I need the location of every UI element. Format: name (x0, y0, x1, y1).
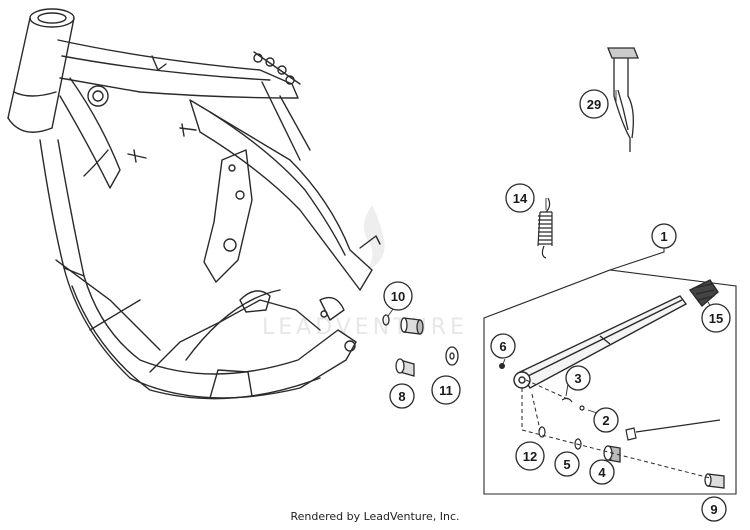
svg-text:LEADVENTURE: LEADVENTURE (262, 315, 468, 340)
callout-6: 6 (490, 333, 516, 359)
frame-drawing (7, 8, 381, 400)
callout-12: 12 (515, 441, 545, 471)
callout-11: 11 (431, 375, 461, 405)
lower-cradle (63, 267, 357, 399)
svg-text:10: 10 (391, 289, 405, 304)
part-12-circlip (538, 426, 546, 438)
part-15-footpad (688, 279, 719, 308)
svg-text:3: 3 (574, 371, 581, 386)
top-tube (57, 39, 299, 99)
svg-text:5: 5 (563, 457, 570, 472)
footer-credit: Rendered by LeadVenture, Inc. (290, 510, 460, 523)
part-14-spring (537, 197, 553, 259)
downtube (39, 139, 85, 277)
part-29-tool (607, 47, 639, 152)
svg-text:2: 2 (602, 413, 609, 428)
part-5-washer (574, 438, 582, 450)
part-8-bolt (395, 358, 415, 377)
part-3-pin (561, 397, 585, 411)
callout-10: 10 (383, 281, 413, 311)
sidestand-assembly-box (483, 248, 737, 495)
callout-8: 8 (389, 383, 415, 409)
svg-text:12: 12 (523, 449, 537, 464)
callout-29: 29 (579, 89, 609, 119)
swingarm-pivot-plate (203, 149, 253, 283)
dashed-axis-lines (521, 379, 711, 479)
callout-3: 3 (565, 365, 591, 391)
callout-2: 2 (593, 407, 619, 433)
svg-text:11: 11 (439, 383, 453, 398)
callout-4: 4 (589, 459, 615, 485)
part-11-washer (445, 346, 459, 366)
leader-lines (387, 90, 714, 461)
callout-9: 9 (701, 496, 727, 522)
svg-text:6: 6 (499, 339, 506, 354)
part-6-nut (499, 363, 505, 369)
callout-1: 1 (651, 223, 677, 249)
svg-text:4: 4 (598, 465, 606, 480)
part-9-bolt (704, 473, 725, 489)
svg-text:15: 15 (709, 311, 723, 326)
svg-text:8: 8 (398, 389, 405, 404)
part-2-spring-hook (625, 419, 721, 441)
callout-14: 14 (505, 183, 535, 213)
part-10-sleeve (382, 314, 424, 335)
watermark: LEADVENTURE (262, 205, 468, 340)
svg-text:9: 9 (710, 502, 717, 517)
svg-text:1: 1 (660, 229, 667, 244)
callout-15: 15 (701, 303, 731, 333)
svg-text:14: 14 (513, 191, 528, 206)
steering-head-tube (7, 8, 75, 133)
callout-5: 5 (554, 451, 580, 477)
part-1-sidestand (513, 279, 719, 389)
top-mount-bolts (253, 51, 301, 85)
svg-text:29: 29 (587, 97, 601, 112)
